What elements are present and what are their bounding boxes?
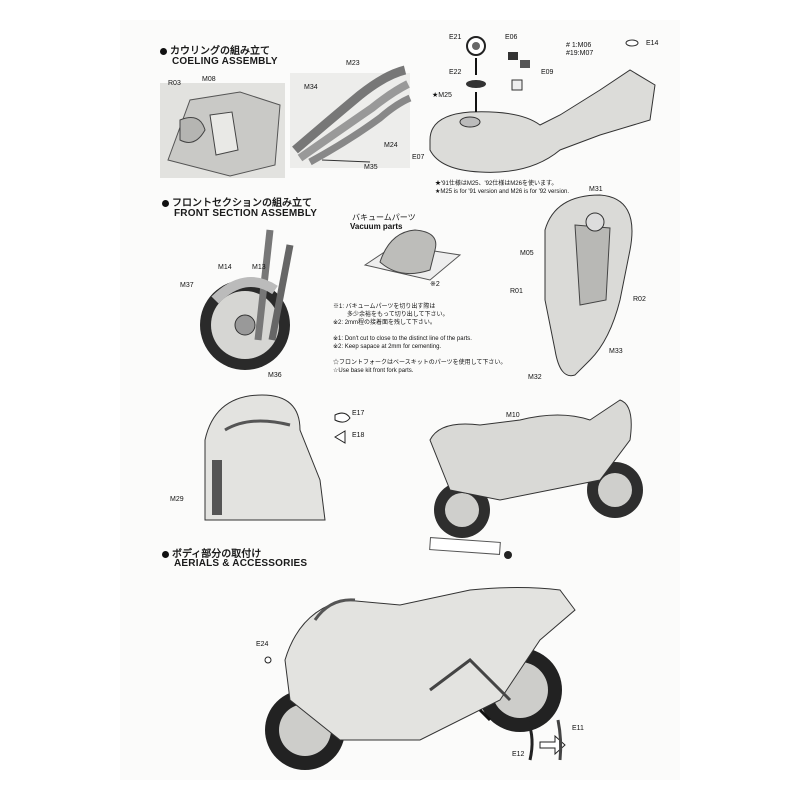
fork-note-en: ☆Use base kit front fork parts. [333,368,414,374]
front-wheel-illustration [200,229,294,370]
label-e24: E24 [256,641,269,648]
label-r02: R02 [633,296,646,303]
cut-note-jp-3: ※2: 2mm程の接着面を残して下さい。 [333,320,436,326]
vacuum-title-en: Vacuum parts [350,222,403,231]
fork-note-jp: ☆フロントフォークはベースキットのパーツを使用して下さい。 [333,360,507,366]
motorcycle-full-view [264,587,576,770]
front-heading-en: FRONT SECTION ASSEMBLY [174,208,318,219]
label-m36: M36 [268,372,282,379]
front-cowl-interior-illustration [544,194,633,377]
vacuum-part-illustration [363,229,462,281]
bullet-icon [162,551,169,558]
body-heading-en: AERIALS & ACCESSORIES [174,558,308,569]
nose-cowl-illustration [204,394,351,521]
motorcycle-side-view [429,399,643,559]
label-m23: M23 [346,60,360,67]
cowling-photo-left [160,83,285,178]
label-m33: M33 [609,348,623,355]
label-m05: M05 [520,250,534,257]
label-m10: M10 [506,412,520,419]
version-note-en: ★M25 is for '91 version and M26 is for '… [435,189,570,195]
label-e12: E12 [512,751,525,758]
label-m25: ★M25 [432,92,452,99]
cut-note-en-1: ※1: Don't cut to close to the distinct l… [333,336,472,342]
cut-note-en-2: ※2: Keep sapace at 2mm for cementing. [333,344,442,350]
label-r01: R01 [510,288,523,295]
label-m06: # 1:M06 [566,42,592,49]
label-m34: M34 [304,84,318,91]
cowling-heading-en: COELING ASSEMBLY [172,56,278,67]
label-e09: E09 [541,69,554,76]
label-e07: E07 [412,154,425,161]
front-heading-jp: フロントセクションの組み立て [162,194,312,209]
label-m08: M08 [202,76,216,83]
label-m14: M14 [218,264,232,271]
vacuum-title-jp: バキュームパーツ [352,213,416,222]
fuel-tank-tail-illustration [429,36,656,173]
cut-note-jp-2: 多少余裕をもって切り出して下さい。 [347,312,449,318]
version-note-jp: ★'91仕様はM25、'92仕様はM26を使います。 [435,181,558,187]
label-m29: M29 [170,496,184,503]
cut-note-jp-1: ※1: バキュームパーツを切り出す際は [333,304,436,310]
label-e11: E11 [572,725,584,732]
vacuum-mark-2: ※2 [430,281,440,288]
label-m31: M31 [589,186,603,193]
exhaust-pipes-photo [290,65,412,168]
bullet-icon [160,48,167,55]
body-heading-jp: ボディ部分の取付け [162,545,261,560]
cowling-heading-jp: カウリングの組み立て [160,42,270,57]
label-m13: M13 [252,264,266,271]
label-e22: E22 [449,69,462,76]
label-m32: M32 [528,374,542,381]
label-m07: #19:M07 [566,50,594,57]
label-r03: R03 [168,80,181,87]
bullet-icon [162,200,169,207]
label-m37: M37 [180,282,194,289]
label-e14: E14 [646,40,659,47]
label-m24: M24 [384,142,398,149]
label-e06: E06 [505,34,518,41]
label-e18: E18 [352,432,365,439]
label-m35: M35 [364,164,378,171]
label-e21: E21 [449,34,462,41]
label-e17: E17 [352,410,365,417]
